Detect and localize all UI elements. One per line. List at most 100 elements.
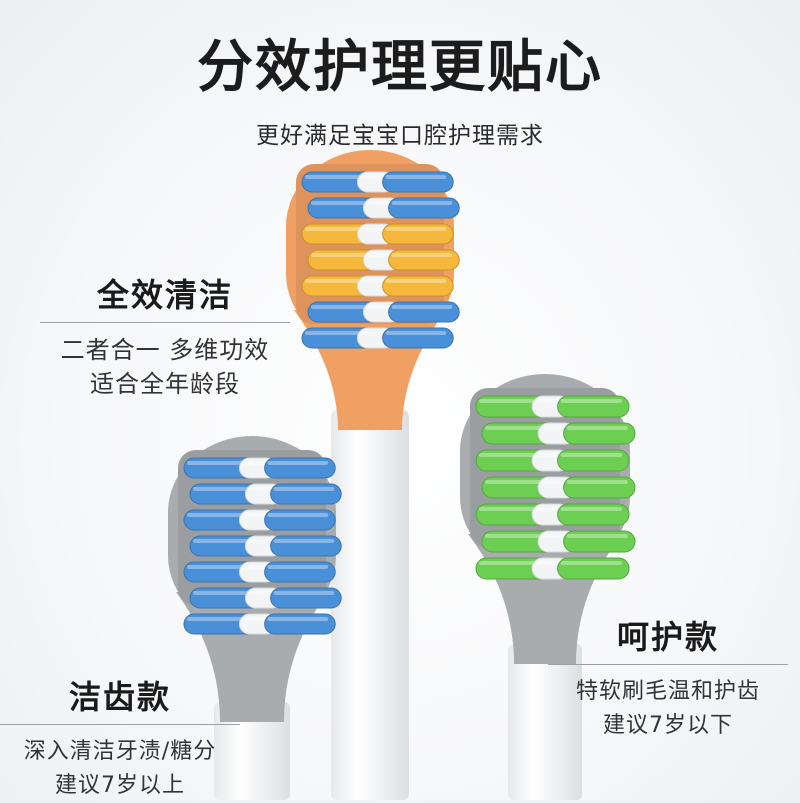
bristle-highlight [311,305,377,309]
bristle-highlight [391,201,453,205]
bristle-highlight [385,279,447,283]
bristle-tuft [382,171,454,193]
page-title: 分效护理更贴心 [197,35,603,100]
bristle-highlight [187,513,253,517]
bristle-highlight [560,453,622,457]
bristle-highlight [193,487,259,491]
bristle-tuft [557,503,630,526]
bristle-highlight [248,591,276,595]
full-clean-brush [286,150,460,800]
brush-handle [214,702,290,800]
bristle-highlight [360,331,388,335]
full-clean-desc-1: 二者合一 多维功效 [60,336,270,364]
bristle-highlight [273,487,335,491]
bristle-highlight [560,399,622,403]
bristle-tuft [382,223,454,245]
brush-handle [331,410,409,800]
bristle-highlight [541,534,569,538]
divider [40,322,290,323]
bristle-highlight [366,253,394,257]
bristle-highlight [385,331,447,335]
bristle-highlight [479,399,546,403]
brush-handle [508,644,582,800]
bristle-tuft [382,275,454,297]
bristle-tuft [270,483,342,505]
bristle-tuft [270,535,342,557]
bristle-highlight [360,279,388,283]
bristle-highlight [267,513,329,517]
bristle-highlight [541,480,569,484]
bristle-highlight [566,480,628,484]
bristle-highlight [273,539,335,543]
clean-teeth-desc-1: 深入清洁牙渍/糖分 [23,739,217,764]
bristle-highlight [311,201,377,205]
bristle-highlight [535,453,563,457]
bristle-highlight [360,175,388,179]
care-brush [460,374,636,800]
clean-teeth-title: 洁齿款 [68,678,171,716]
bristle-highlight [391,253,453,257]
bristle-highlight [267,565,329,569]
bristle-tuft [270,587,342,609]
bristle-tuft [264,613,336,635]
bristle-tuft [557,557,630,580]
bristle-tuft [388,301,460,323]
bristle-tuft [563,476,636,499]
bristle-highlight [535,507,563,511]
bristle-highlight [360,227,388,231]
bristle-tuft [557,449,630,472]
bristle-highlight [566,426,628,430]
bristle-highlight [248,487,276,491]
full-clean-title: 全效清洁 [96,276,233,314]
bristle-tuft [382,327,454,349]
bristle-highlight [479,561,546,565]
bristle-tuft [264,561,336,583]
bristle-highlight [242,513,270,517]
care-title: 呵护款 [616,618,719,656]
bristle-tuft [264,457,336,479]
bristle-highlight [193,591,259,595]
bristle-tuft [388,197,460,219]
bristle-highlight [366,305,394,309]
bristle-highlight [385,175,447,179]
divider [548,664,788,665]
care-label: 呵护款 特软刷毛温和护齿 建议7岁以下 [548,612,788,743]
bristle-highlight [485,534,552,538]
bristle-highlight [311,253,377,257]
bristle-highlight [242,617,270,621]
bristle-highlight [535,561,563,565]
bristle-tuft [557,395,630,418]
clean-teeth-label: 洁齿款 深入清洁牙渍/糖分 建议7岁以上 [0,672,240,803]
bristle-highlight [242,461,270,465]
bristle-highlight [305,227,371,231]
clean-teeth-brush [168,436,342,800]
bristle-highlight [305,175,371,179]
bristle-highlight [305,331,371,335]
bristle-highlight [566,534,628,538]
care-desc-1: 特软刷毛温和护齿 [575,679,760,704]
bristle-highlight [273,591,335,595]
bristle-highlight [267,461,329,465]
bristle-highlight [479,507,546,511]
bristle-tuft [563,530,636,553]
full-clean-desc-2: 适合全年龄段 [90,370,240,398]
bristle-highlight [305,279,371,283]
bristle-highlight [391,305,453,309]
bristle-highlight [385,227,447,231]
bristle-highlight [541,426,569,430]
bristle-highlight [267,617,329,621]
bristle-highlight [187,617,253,621]
bristle-highlight [560,507,622,511]
bristle-highlight [535,399,563,403]
bristle-highlight [242,565,270,569]
bristle-highlight [187,461,253,465]
bristle-tuft [388,249,460,271]
bristle-tuft [264,509,336,531]
page-subtitle: 更好满足宝宝口腔护理需求 [256,123,544,149]
bristle-highlight [560,561,622,565]
bristle-highlight [485,426,552,430]
care-desc-2: 建议7岁以下 [603,713,733,738]
bristle-highlight [366,201,394,205]
full-clean-label: 全效清洁 二者合一 多维功效 适合全年龄段 [40,270,290,401]
